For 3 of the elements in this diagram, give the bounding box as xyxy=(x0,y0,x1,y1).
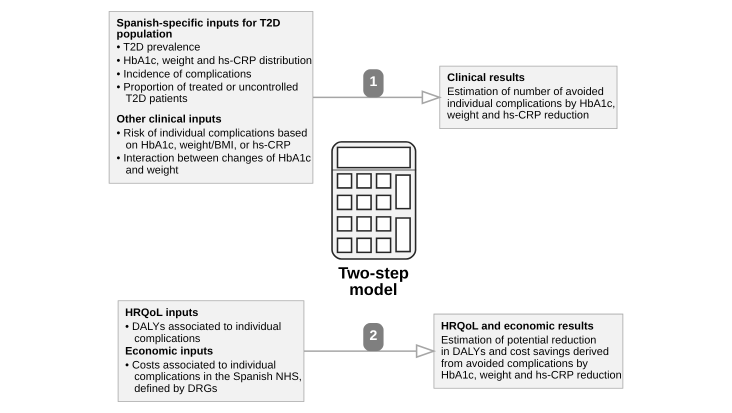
node-label: Two-step model xyxy=(338,264,409,299)
edge-label: 1 xyxy=(370,72,378,89)
edge-label: 2 xyxy=(370,326,378,343)
